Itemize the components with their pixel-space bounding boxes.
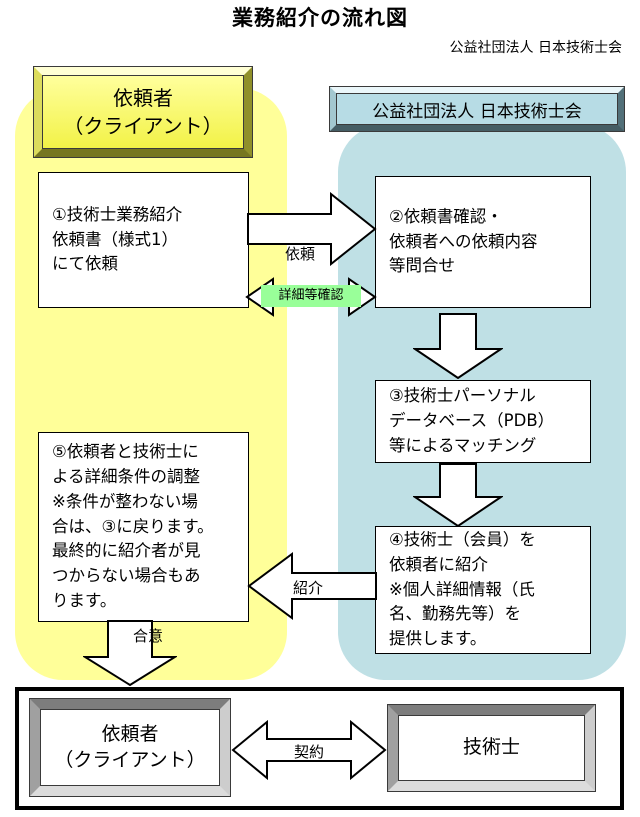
page-title: 業務紹介の流れ図 bbox=[232, 6, 408, 30]
details-confirm-label: 詳細等確認 bbox=[261, 285, 361, 307]
request-arrow-label: 依頼 bbox=[284, 245, 315, 263]
introduce-arrow bbox=[247, 552, 377, 620]
contract-arrow bbox=[231, 720, 387, 780]
bottom-client-label: 依頼者 （クライアント） bbox=[54, 722, 206, 771]
client-lane-header: 依頼者 （クライアント） bbox=[34, 67, 252, 157]
bottom-client-box: 依頼者 （クライアント） bbox=[30, 699, 230, 796]
step5-text: ⑤依頼者と技術士に よる詳細条件の調整 ※条件が整わない場 合は、③に戻ります。… bbox=[52, 442, 214, 610]
agree-arrow bbox=[83, 620, 177, 686]
step2-text: ②依頼書確認・ 依頼者への依頼内容 等問合せ bbox=[389, 206, 538, 276]
step4-text: ④技術士（会員）を 依頼者に紹介 ※個人詳細情報（氏 名、勤務先等）を 提供しま… bbox=[389, 530, 536, 649]
step3-text: ③技術士パーソナル データベース（PDB） 等によるマッチング bbox=[389, 386, 555, 455]
org-caption: 公益社団法人 日本技術士会 bbox=[449, 40, 622, 56]
bottom-engineer-box: 技術士 bbox=[388, 705, 595, 791]
step2-box: ②依頼書確認・ 依頼者への依頼内容 等問合せ bbox=[375, 176, 591, 308]
request-arrow bbox=[247, 192, 377, 266]
introduce-arrow-label: 紹介 bbox=[292, 579, 323, 597]
step4-box: ④技術士（会員）を 依頼者に紹介 ※個人詳細情報（氏 名、勤務先等）を 提供しま… bbox=[375, 526, 591, 654]
step1-box: ①技術士業務紹介 依頼書（様式1） にて依頼 bbox=[38, 172, 249, 308]
step5-box: ⑤依頼者と技術士に よる詳細条件の調整 ※条件が整わない場 合は、③に戻ります。… bbox=[38, 432, 249, 622]
bottom-engineer-label: 技術士 bbox=[462, 736, 520, 759]
agree-arrow-label: 合意 bbox=[132, 627, 163, 645]
contract-arrow-label: 契約 bbox=[293, 743, 324, 761]
step1-text: ①技術士業務紹介 依頼書（様式1） にて依頼 bbox=[52, 204, 183, 274]
client-lane-header-label: 依頼者 （クライアント） bbox=[63, 86, 223, 138]
step3-box: ③技術士パーソナル データベース（PDB） 等によるマッチング bbox=[375, 380, 591, 463]
org-lane-header: 公益社団法人 日本技術士会 bbox=[330, 87, 624, 131]
org-lane-header-label: 公益社団法人 日本技術士会 bbox=[372, 101, 582, 122]
step3-to-step4-arrow bbox=[413, 463, 503, 527]
step2-to-step3-arrow bbox=[413, 313, 503, 379]
